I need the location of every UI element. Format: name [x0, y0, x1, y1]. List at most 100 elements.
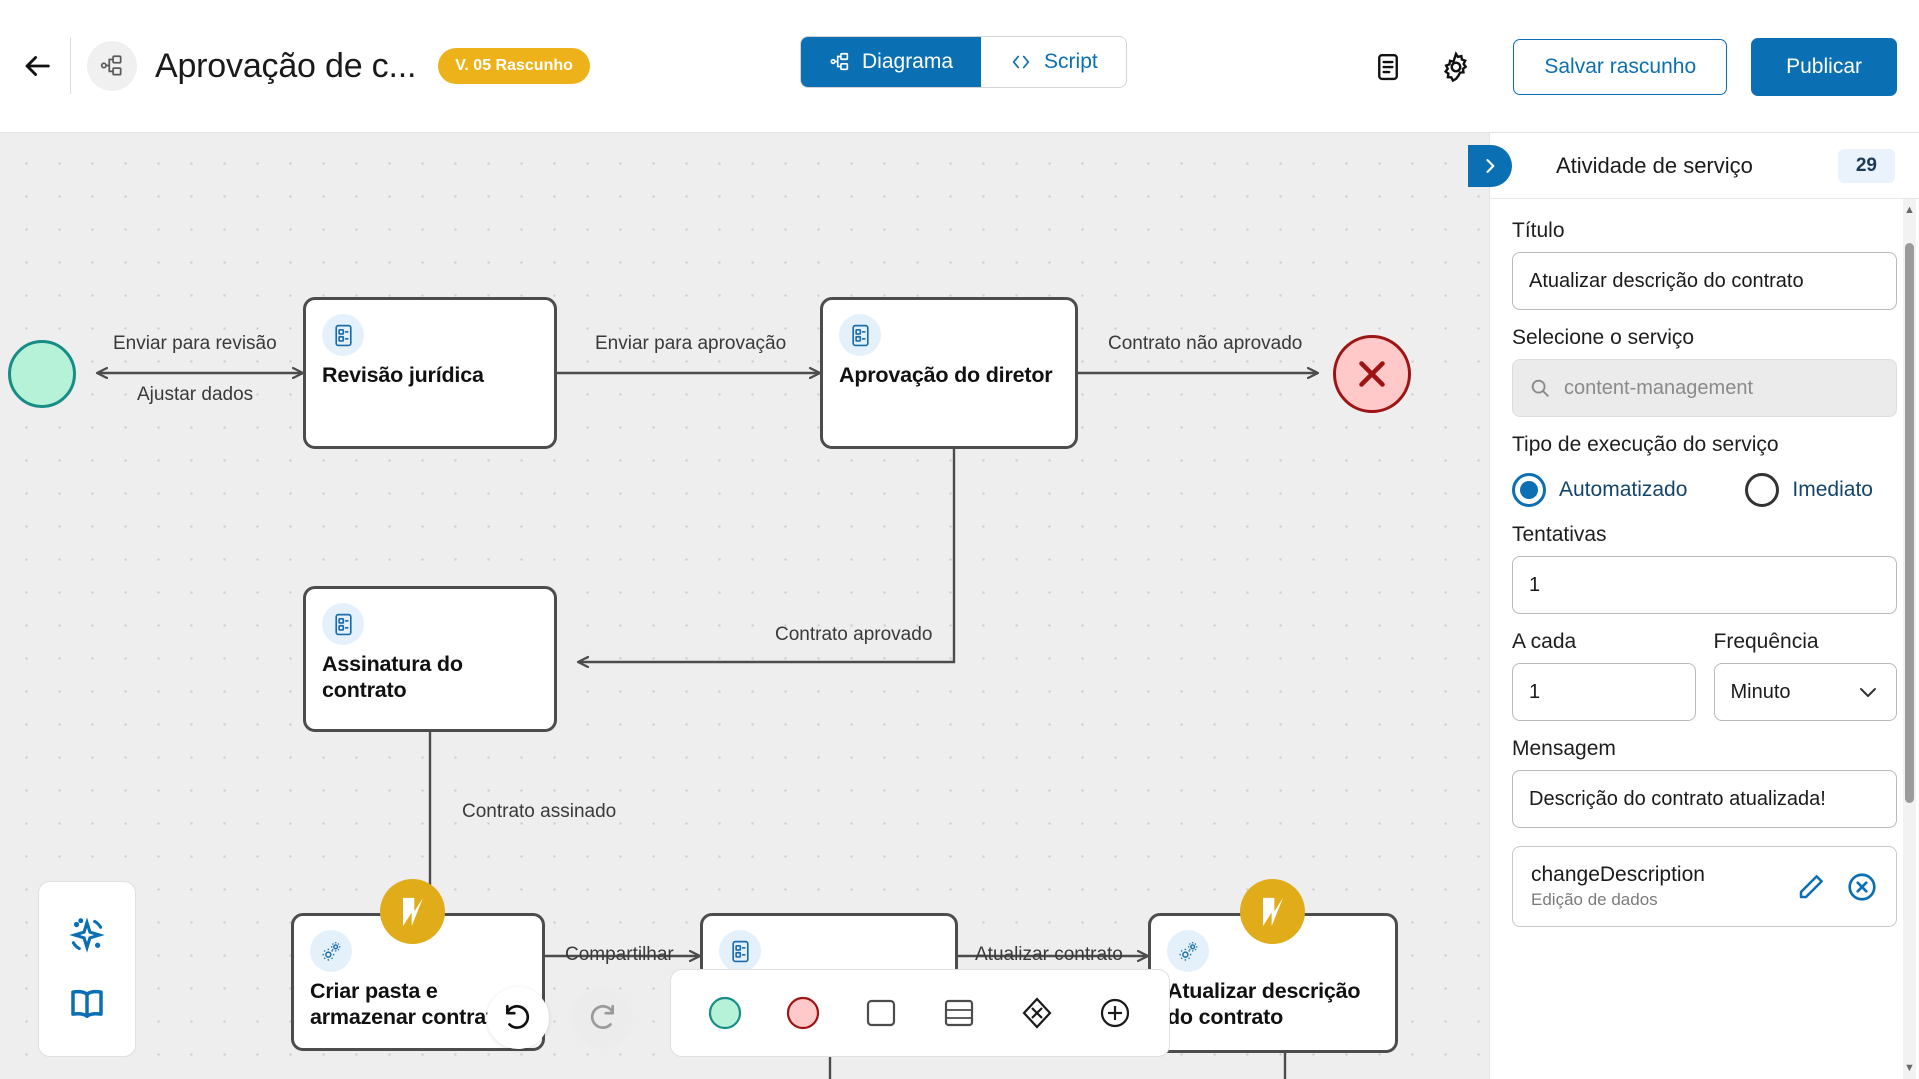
- sidebar-header: Atividade de serviço 29: [1468, 133, 1919, 199]
- gears-icon-wrap: [1167, 930, 1209, 972]
- label-mensagem: Mensagem: [1512, 737, 1616, 760]
- titulo-input[interactable]: [1512, 252, 1897, 310]
- shape-start-event[interactable]: [697, 985, 753, 1041]
- servico-search-field[interactable]: content-management: [1512, 359, 1897, 417]
- label-frequencia: Frequência: [1713, 630, 1819, 653]
- label-tipo-execucao: Tipo de execução do serviço: [1512, 433, 1779, 456]
- subprocess-lanes-shape-icon: [944, 999, 974, 1027]
- form-checklist-icon: [851, 324, 869, 346]
- sidebar-collapse-button[interactable]: [1468, 145, 1512, 187]
- frequencia-select[interactable]: Minuto: [1713, 663, 1897, 721]
- app-header: Aprovação de c... V. 05 Rascunho Diagram…: [0, 0, 1919, 133]
- tab-diagrama[interactable]: Diagrama: [801, 37, 982, 87]
- close-circle-icon: [1848, 872, 1876, 901]
- edge-label-contrato-assinado: Contrato assinado: [462, 801, 617, 822]
- radio-automatizado-dot: [1520, 481, 1538, 499]
- lightning-icon: [402, 897, 423, 926]
- data-card-text: changeDescription Edição de dados: [1531, 863, 1796, 910]
- scroll-up-arrow[interactable]: ▲: [1904, 204, 1915, 216]
- lightning-icon: [1262, 897, 1283, 926]
- node-aprovacao-diretor[interactable]: Aprovação do diretor: [820, 297, 1078, 449]
- edit-data-button[interactable]: [1796, 872, 1826, 902]
- document-button[interactable]: [1361, 40, 1415, 94]
- publish-button[interactable]: Publicar: [1751, 37, 1897, 96]
- node-label: Revisão jurídica: [322, 363, 484, 387]
- history-controls: [487, 987, 633, 1049]
- ai-assistant-icon: [69, 917, 105, 953]
- edge-label-atualizar-contrato: Atualizar contrato: [975, 944, 1123, 965]
- shape-end-event[interactable]: [775, 985, 831, 1041]
- servico-value: content-management: [1564, 376, 1754, 399]
- start-event-shape-icon: [708, 996, 742, 1030]
- label-a-cada: A cada: [1512, 630, 1577, 653]
- form-checklist-icon-wrap: [322, 314, 364, 356]
- radio-automatizado[interactable]: Automatizado: [1512, 473, 1687, 507]
- shape-gateway[interactable]: [1009, 985, 1065, 1041]
- sidebar-scroll-thumb[interactable]: [1905, 243, 1914, 803]
- node-revisao-juridica[interactable]: Revisão jurídica: [303, 297, 557, 449]
- tab-script[interactable]: Script: [981, 37, 1126, 87]
- radio-automatizado-label: Automatizado: [1559, 478, 1688, 501]
- form-checklist-icon: [731, 940, 749, 962]
- gateway-exclusive-shape-icon: [1022, 997, 1052, 1029]
- edge-label-contrato-nao-aprovado: Contrato não aprovado: [1108, 333, 1303, 354]
- redo-icon: [590, 1004, 614, 1029]
- edge-label-ajustar-dados: Ajustar dados: [137, 384, 254, 405]
- edge-label-compartilhar: Compartilhar: [565, 944, 674, 965]
- start-event-node[interactable]: [8, 340, 76, 408]
- data-edit-card[interactable]: changeDescription Edição de dados: [1512, 846, 1897, 927]
- badge-lightning-criar-pasta[interactable]: [380, 879, 445, 944]
- documentation-book-icon: [71, 989, 103, 1018]
- diagram-icon: [830, 52, 849, 71]
- radio-automatizado-circle: [1512, 473, 1546, 507]
- chevron-right-icon: [1486, 159, 1495, 173]
- code-brackets-icon: [1012, 55, 1030, 69]
- radio-imediato-circle: [1745, 473, 1780, 507]
- arrow-left-icon: [25, 56, 50, 76]
- tentativas-input[interactable]: [1512, 556, 1897, 614]
- gears-icon-wrap: [310, 930, 352, 972]
- radio-imediato[interactable]: Imediato: [1745, 473, 1873, 507]
- gears-icon: [321, 941, 340, 961]
- form-checklist-icon-wrap: [839, 314, 881, 356]
- header-actions: Salvar rascunho Publicar: [1361, 0, 1897, 133]
- remove-data-button[interactable]: [1846, 871, 1878, 903]
- shape-task[interactable]: [853, 985, 909, 1041]
- node-label: Aprovação do diretor: [839, 363, 1053, 387]
- edge-label-contrato-aprovado: Contrato aprovado: [775, 624, 933, 645]
- view-mode-tabs: Diagrama Script: [800, 36, 1127, 88]
- page-title: Aprovação de c...: [155, 46, 417, 85]
- settings-button[interactable]: [1429, 40, 1483, 94]
- header-divider: [70, 38, 71, 94]
- form-checklist-icon-wrap: [719, 930, 761, 972]
- save-draft-button[interactable]: Salvar rascunho: [1513, 38, 1728, 95]
- node-label: Criar pasta e armazenar contrato: [310, 979, 506, 1030]
- data-card-actions: [1796, 871, 1878, 903]
- redo-button[interactable]: [571, 987, 633, 1049]
- shape-palette: [670, 969, 1170, 1057]
- a-cada-input[interactable]: [1512, 663, 1696, 721]
- undo-button[interactable]: [487, 987, 549, 1049]
- documentation-button[interactable]: [66, 983, 108, 1025]
- ai-assistant-button[interactable]: [65, 913, 109, 957]
- add-plus-shape-icon: [1100, 998, 1130, 1028]
- node-assinatura-contrato[interactable]: Assinatura do contrato: [303, 586, 557, 732]
- mensagem-input[interactable]: [1512, 770, 1897, 828]
- form-checklist-icon: [334, 324, 352, 346]
- scroll-down-arrow[interactable]: ▼: [1904, 1062, 1915, 1074]
- label-tentativas: Tentativas: [1512, 523, 1607, 546]
- edge-label-enviar-aprovacao: Enviar para aprovação: [595, 333, 787, 354]
- version-badge[interactable]: V. 05 Rascunho: [438, 48, 590, 84]
- pencil-icon: [1799, 874, 1823, 898]
- end-event-node[interactable]: [1333, 335, 1411, 413]
- shape-add[interactable]: [1087, 985, 1143, 1041]
- gear-icon: [1444, 50, 1468, 82]
- back-button[interactable]: [8, 37, 66, 95]
- sidebar-scrollbar[interactable]: ▲ ▼: [1903, 199, 1916, 1079]
- shape-subprocess[interactable]: [931, 985, 987, 1041]
- diagram-canvas[interactable]: Revisão jurídica Aprovação do diretor: [0, 133, 1489, 1079]
- diagram-connectors: [0, 133, 1489, 1079]
- properties-sidebar: Atividade de serviço 29 Título Selecione…: [1468, 133, 1919, 1079]
- badge-lightning-atualizar[interactable]: [1240, 879, 1305, 944]
- node-label: Assinatura do contrato: [322, 652, 463, 703]
